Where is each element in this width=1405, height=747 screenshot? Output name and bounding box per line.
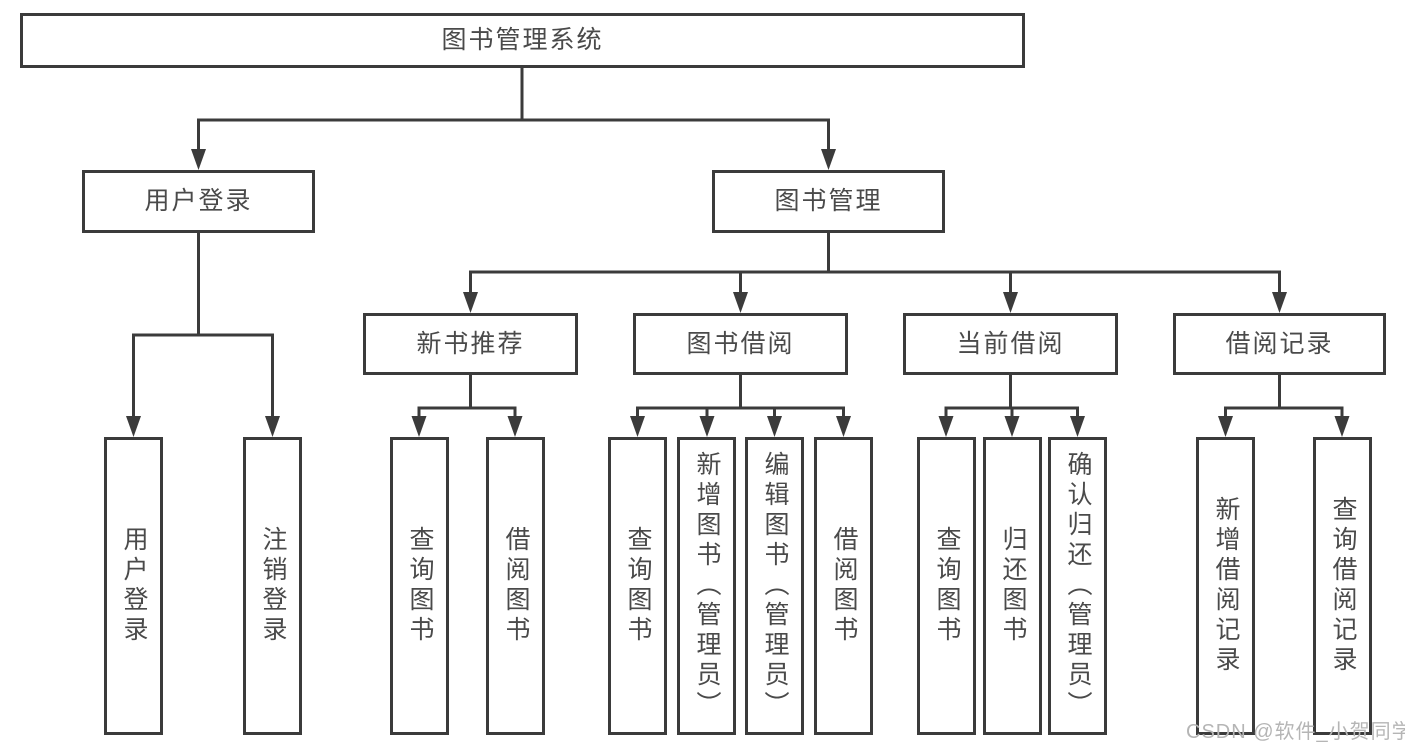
node-label: 查询图书 xyxy=(406,526,434,646)
arrowhead xyxy=(821,149,836,170)
arrowhead xyxy=(265,416,280,437)
leaf-query-borrow-record: 查询借阅记录 xyxy=(1313,437,1372,735)
leaf-user-login: 用户登录 xyxy=(104,437,163,735)
arrowhead xyxy=(699,416,715,437)
node-label: 用户登录 xyxy=(144,187,253,215)
node-label: 图书管理 xyxy=(774,187,883,215)
arrowhead xyxy=(1070,416,1085,437)
arrowhead xyxy=(630,416,645,437)
leaf-query-books-borrow: 查询图书 xyxy=(608,437,667,735)
node-label: 查询图书 xyxy=(933,526,961,646)
arrowhead xyxy=(836,416,851,437)
leaf-query-books-recommend: 查询图书 xyxy=(390,437,449,735)
arrowhead xyxy=(767,416,782,437)
arrowhead xyxy=(938,416,954,437)
arrowhead xyxy=(1218,416,1233,437)
connector-current-borrow xyxy=(938,373,1085,437)
arrowhead xyxy=(126,416,141,437)
node-book-management: 图书管理 xyxy=(712,170,945,233)
leaf-edit-books-admin: 编辑图书（管理员） xyxy=(745,437,804,735)
node-borrow-records: 借阅记录 xyxy=(1173,313,1386,375)
node-label: 确认归还（管理员） xyxy=(1064,451,1092,721)
arrowhead xyxy=(507,416,523,437)
connector-root xyxy=(191,66,836,170)
leaf-borrow-books-recommend: 借阅图书 xyxy=(486,437,545,735)
node-label: 图书借阅 xyxy=(686,329,795,358)
connector-borrow-records xyxy=(1218,373,1350,437)
connector-user-login xyxy=(126,231,280,437)
node-label: 查询图书 xyxy=(624,526,652,646)
node-book-borrow: 图书借阅 xyxy=(633,313,848,375)
connector-book-borrow xyxy=(630,373,851,437)
node-label: 当前借阅 xyxy=(956,329,1065,358)
arrowhead xyxy=(1003,292,1018,313)
leaf-add-borrow-record: 新增借阅记录 xyxy=(1196,437,1255,735)
node-label: 新增借阅记录 xyxy=(1212,496,1240,676)
node-label: 图书管理系统 xyxy=(441,26,604,54)
leaf-confirm-return-admin: 确认归还（管理员） xyxy=(1048,437,1107,735)
node-label: 借阅图书 xyxy=(830,526,858,646)
node-label: 新书推荐 xyxy=(416,329,525,358)
node-label: 查询借阅记录 xyxy=(1329,496,1357,676)
leaf-borrow-books: 借阅图书 xyxy=(814,437,873,735)
connector-book-mgmt xyxy=(463,231,1287,313)
node-label: 新增图书（管理员） xyxy=(693,451,721,721)
leaf-query-books-current: 查询图书 xyxy=(917,437,976,735)
arrowhead xyxy=(191,149,206,170)
node-label: 编辑图书（管理员） xyxy=(761,451,789,721)
arrowhead xyxy=(1272,292,1287,313)
node-label: 借阅图书 xyxy=(502,526,530,646)
leaf-add-books-admin: 新增图书（管理员） xyxy=(677,437,736,735)
node-root-system: 图书管理系统 xyxy=(20,13,1025,68)
csdn-watermark: CSDN @软件_小贺同学 xyxy=(1186,721,1405,743)
node-label: 用户登录 xyxy=(120,526,148,646)
node-current-borrow: 当前借阅 xyxy=(903,313,1118,375)
node-label: 借阅记录 xyxy=(1225,329,1334,358)
leaf-logout: 注销登录 xyxy=(243,437,302,735)
leaf-return-books: 归还图书 xyxy=(983,437,1042,735)
node-user-login: 用户登录 xyxy=(82,170,315,233)
arrowhead xyxy=(1334,416,1350,437)
connector-new-book-recommend xyxy=(411,373,523,437)
arrowhead xyxy=(411,416,427,437)
arrowhead xyxy=(463,292,478,313)
arrowhead xyxy=(1004,416,1020,437)
node-new-book-recommend: 新书推荐 xyxy=(363,313,578,375)
arrowhead xyxy=(733,292,748,313)
node-label: 归还图书 xyxy=(999,526,1027,646)
node-label: 注销登录 xyxy=(259,526,287,646)
